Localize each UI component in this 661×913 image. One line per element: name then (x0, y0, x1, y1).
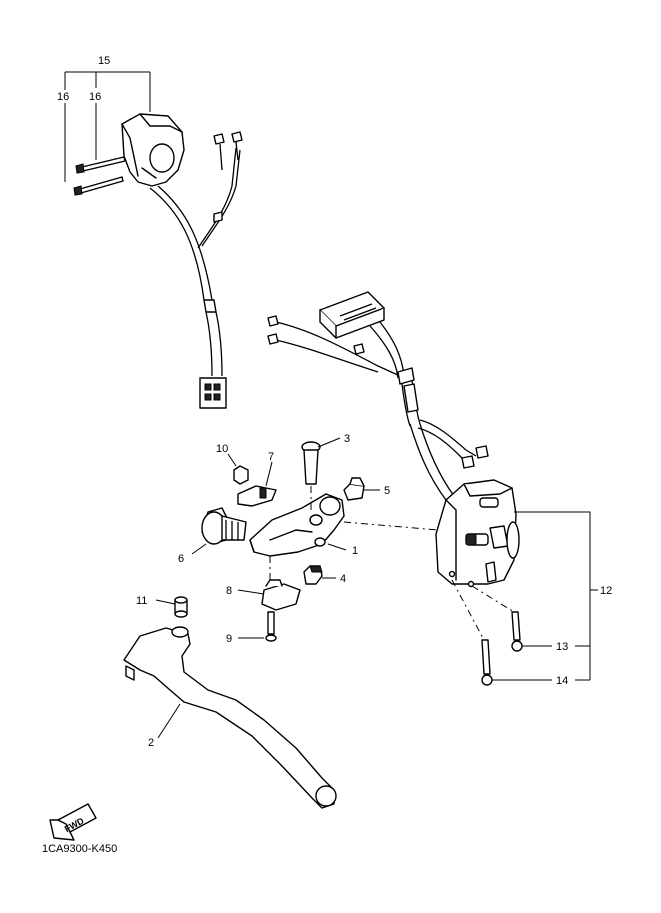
callout-1: 1 (352, 545, 358, 557)
callout-11: 11 (136, 595, 147, 607)
clutch-lever (123, 596, 337, 809)
bolt-3 (301, 437, 341, 485)
callout-12: 12 (600, 585, 612, 597)
screw-upper (75, 156, 126, 174)
nut-4 (303, 565, 336, 585)
callout-6: 6 (178, 553, 184, 565)
right-handlebar-switch (267, 291, 598, 686)
callout-10: 10 (216, 443, 228, 455)
callout-13: 13 (556, 641, 568, 653)
spacer-11 (155, 596, 188, 618)
callout-15: 15 (98, 55, 110, 67)
callout-8: 8 (226, 585, 232, 597)
screw-10 (227, 453, 249, 485)
screw-5 (343, 477, 380, 501)
diagram-code: 1CA9300-K450 (42, 843, 117, 855)
connector-lower-left (199, 377, 227, 409)
lever-pivot-7 (237, 461, 277, 507)
callout-7: 7 (268, 451, 274, 463)
callout-16-left: 16 (57, 91, 69, 103)
adjuster-knob-6 (191, 507, 247, 555)
callout-5: 5 (384, 485, 390, 497)
screw-14 (481, 639, 493, 686)
callout-4: 4 (340, 573, 346, 585)
screw-13 (511, 611, 523, 652)
callout-2: 2 (148, 737, 154, 749)
fwd-arrow-icon (49, 803, 97, 841)
screw-lower (73, 176, 124, 196)
switch-8 (237, 579, 301, 611)
callout-16-right: 16 (89, 91, 101, 103)
callout-9: 9 (226, 633, 232, 645)
connector-block (319, 291, 385, 339)
lever-bracket-assembly (191, 437, 380, 642)
callout-14: 14 (556, 675, 568, 687)
callout-3: 3 (344, 433, 350, 445)
screw-9 (238, 611, 277, 642)
left-handlebar-switch (64, 71, 243, 409)
